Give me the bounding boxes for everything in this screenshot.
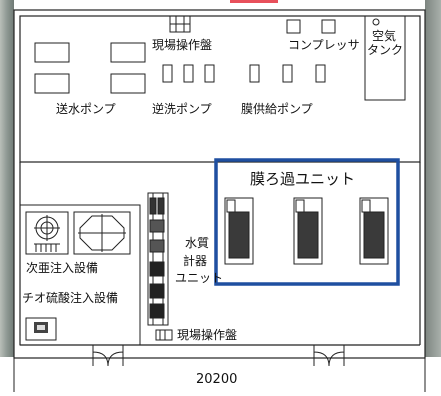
air-tank-symbol	[364, 15, 406, 101]
supply-pump-label: 送水ポンプ	[56, 102, 116, 116]
air-tank-label-2: タンク	[367, 43, 404, 57]
hypochlorite-tank	[34, 215, 60, 252]
chemical-small-panel	[34, 322, 48, 333]
photo-strip-top-mark	[230, 0, 278, 3]
water-quality-unit	[147, 192, 169, 326]
backwash-pump-label: 逆洗ポンプ	[152, 102, 212, 116]
water-quality-label-3: ユニット	[175, 271, 224, 285]
membrane-modules	[224, 197, 389, 265]
local-panel-bottom-symbol	[155, 329, 173, 341]
membrane-module-2	[293, 197, 323, 265]
membrane-feed-pump-label: 膜供給ポンプ	[241, 102, 313, 116]
building-walls	[13, 9, 426, 359]
thiosulfate-label: チオ硫酸注入設備	[22, 291, 119, 305]
compressor-symbols	[286, 19, 336, 34]
membrane-unit-frame	[214, 158, 400, 286]
membrane-module-3	[359, 197, 389, 265]
air-tank-label-1: 空気	[372, 29, 397, 43]
thiosulfate-tank	[78, 214, 126, 252]
photo-strip-right	[425, 0, 441, 357]
water-quality-label-2: 計器	[183, 254, 208, 268]
width-dimension-label: 20200	[196, 372, 238, 387]
chemical-rooms	[19, 204, 141, 346]
photo-strip-left	[0, 0, 14, 357]
local-panel-bottom-label: 現場操作盤	[177, 328, 238, 342]
hypochlorite-label: 次亜注入設備	[26, 261, 99, 275]
local-panel-top-symbol	[169, 15, 191, 33]
dimension-line	[13, 358, 426, 392]
water-quality-label-1: 水質	[185, 236, 210, 250]
membrane-unit-label: 膜ろ過ユニット	[250, 170, 356, 188]
membrane-module-1	[224, 197, 254, 265]
local-panel-top-label: 現場操作盤	[152, 38, 213, 52]
top-left-equipment	[34, 42, 146, 94]
doors	[92, 345, 345, 367]
pump-symbols	[162, 64, 326, 83]
compressor-label: コンプレッサ	[288, 38, 360, 52]
